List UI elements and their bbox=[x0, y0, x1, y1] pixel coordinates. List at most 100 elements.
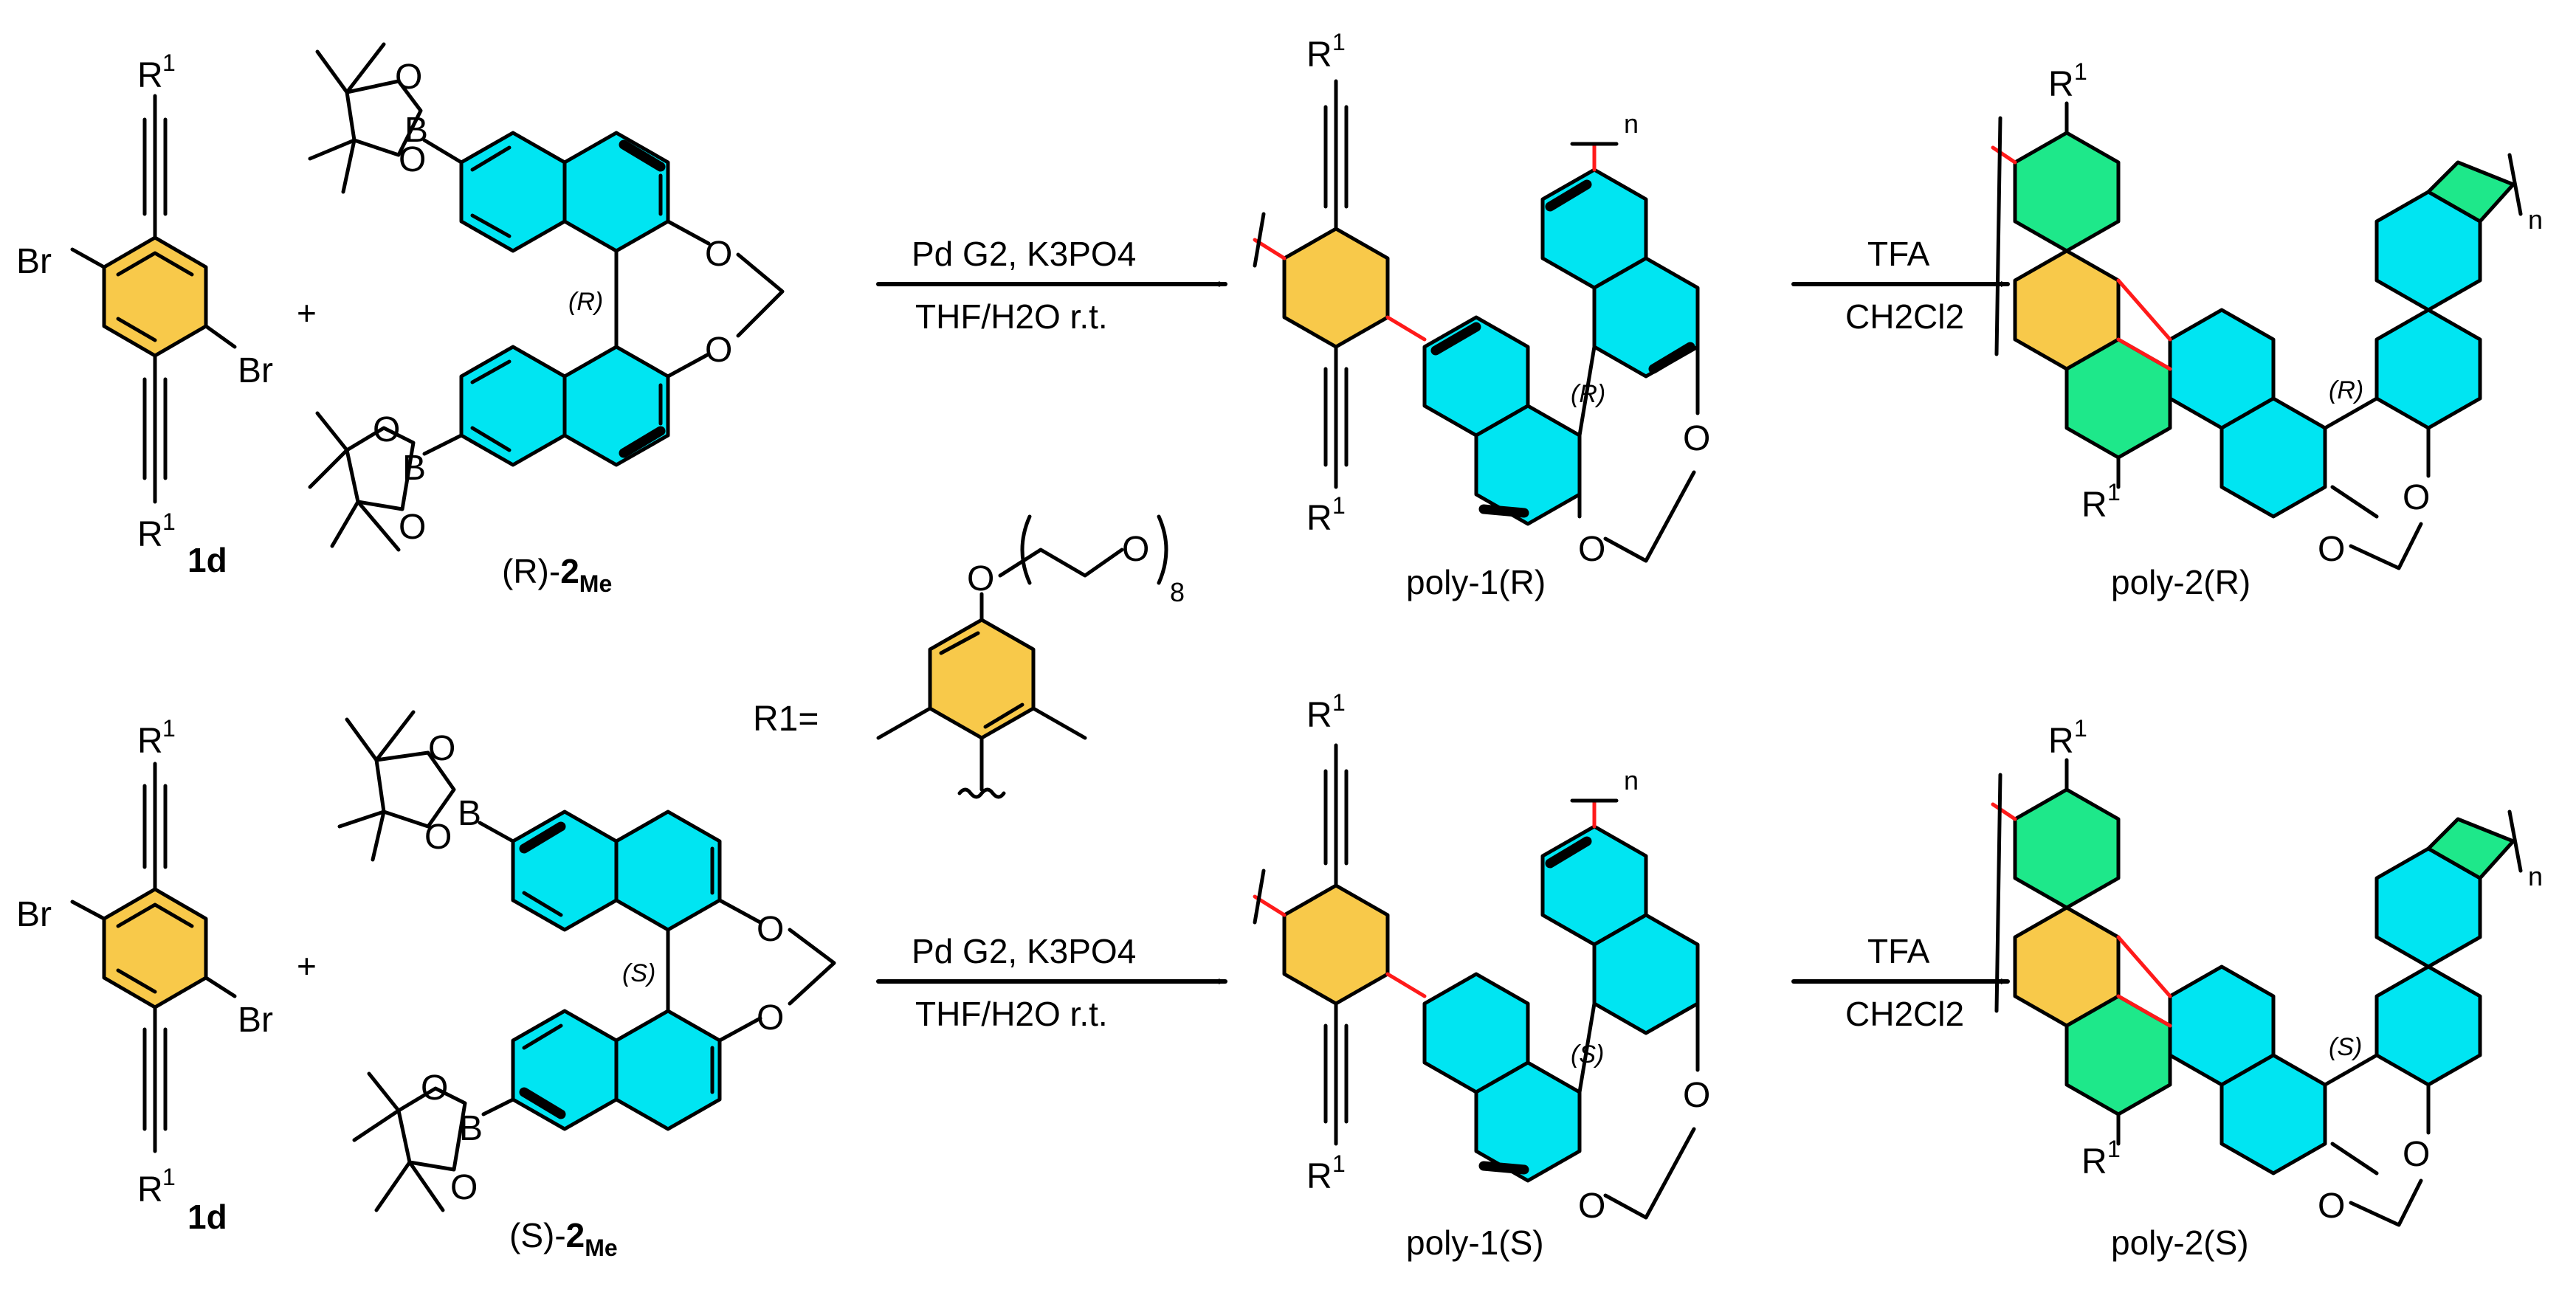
oxygen-label: O bbox=[373, 410, 400, 449]
oxygen-label: O bbox=[757, 910, 784, 949]
compound-label-1d: 1d bbox=[187, 541, 227, 579]
reaction-arrow-tfa-bottom: TFA CH2Cl2 bbox=[1791, 932, 2010, 1033]
r1-sup: 1 bbox=[162, 715, 176, 742]
stereo-descriptor: (R) bbox=[2329, 376, 2363, 404]
naphthalene-ring bbox=[562, 345, 670, 467]
oxygen-label: O bbox=[428, 729, 455, 768]
r1-label: R bbox=[1306, 499, 1332, 538]
r1-sup: 1 bbox=[2107, 1136, 2121, 1162]
polymer-poly-1-S: R 1 R 1 (S) n O O poly-1(S) bbox=[1253, 689, 1710, 1262]
reaction-arrow-suzuki-top: Pd G2, K3PO4 THF/H2O r.t. bbox=[876, 235, 1227, 336]
oxygen-label: O bbox=[705, 235, 732, 274]
r1-sup: 1 bbox=[1332, 492, 1346, 519]
polymer-poly-2-R: R 1 R 1 (R) O O n poly-2(R) bbox=[1991, 58, 2543, 601]
binaphthyl-diboronate-S: B O O (S) O O B O O (S)-2Me bbox=[337, 710, 836, 1261]
r1-sup: 1 bbox=[1332, 1150, 1346, 1177]
compound-label-poly-2-R: poly-2(R) bbox=[2111, 563, 2250, 601]
naphthalene-ring bbox=[614, 1009, 722, 1131]
r1-label: R bbox=[137, 722, 163, 761]
r1-sup: 1 bbox=[162, 49, 176, 76]
oxygen-label: O bbox=[2318, 1187, 2345, 1226]
r1-label: R bbox=[2081, 1142, 2107, 1181]
oxygen-label: O bbox=[1683, 1076, 1710, 1115]
repeat-n: n bbox=[2528, 204, 2543, 235]
r1-sup: 1 bbox=[1332, 689, 1346, 716]
r1-sup: 1 bbox=[2074, 715, 2087, 742]
compound-label-poly-2-S: poly-2(S) bbox=[2111, 1223, 2249, 1262]
naphthalene-ring bbox=[562, 131, 670, 253]
naphthalene-ring bbox=[459, 131, 567, 253]
conditions-solvent: CH2Cl2 bbox=[1845, 995, 1964, 1033]
oxygen-label: O bbox=[2403, 1135, 2430, 1174]
binaphthyl-diboronate-R: B O O (R) O O B O O (R)-2Me bbox=[308, 42, 785, 597]
oxygen-label: O bbox=[421, 1069, 448, 1108]
naphthalene-ring bbox=[1592, 913, 1700, 1035]
r1-label: R bbox=[2081, 486, 2107, 525]
polymer-poly-1-R: R 1 R 1 (R) n O O poly-1(R) bbox=[1253, 29, 1710, 601]
repeat-n: n bbox=[1624, 765, 1639, 795]
benzene-ring bbox=[1282, 227, 1390, 349]
r1-sup: 1 bbox=[2074, 58, 2087, 85]
reaction-arrow-tfa-top: TFA CH2Cl2 bbox=[1791, 235, 2010, 336]
aryl-ring bbox=[928, 618, 1036, 740]
r1-equals-label: R1= bbox=[753, 700, 819, 739]
monomer-1d-bottom: Br Br R 1 R 1 1d bbox=[16, 715, 273, 1236]
oxygen-label: O bbox=[399, 140, 426, 179]
r1-label: R bbox=[2048, 65, 2074, 104]
compound-label-poly-1-R: poly-1(R) bbox=[1406, 563, 1546, 601]
oxygen-label: O bbox=[424, 818, 452, 857]
oxygen-label: O bbox=[757, 998, 784, 1038]
r1-label: R bbox=[137, 56, 163, 95]
oxygen-label: O bbox=[2318, 530, 2345, 569]
conditions-acid: TFA bbox=[1867, 932, 1930, 970]
compound-label-poly-1-S: poly-1(S) bbox=[1406, 1223, 1544, 1262]
r1-label: R bbox=[137, 1170, 163, 1209]
naphthalene-ring bbox=[2374, 964, 2482, 1087]
plus-sign: + bbox=[297, 947, 317, 985]
r1-label: R bbox=[1306, 696, 1332, 735]
oxygen-label: O bbox=[1683, 419, 1710, 458]
compound-label-R-2Me: (R)-2Me bbox=[502, 552, 612, 597]
oxygen-label: O bbox=[705, 331, 732, 370]
new-aromatic-ring bbox=[2013, 131, 2121, 253]
oxygen-label: O bbox=[2403, 478, 2430, 517]
stereo-descriptor: (S) bbox=[622, 959, 655, 987]
br-label: Br bbox=[238, 1001, 273, 1040]
br-label: Br bbox=[16, 242, 52, 281]
naphthalene-ring bbox=[2374, 308, 2482, 430]
conditions-solvent: THF/H2O r.t. bbox=[915, 297, 1108, 336]
naphthalene-ring bbox=[459, 345, 567, 467]
br-label: Br bbox=[16, 895, 52, 934]
r1-label: R bbox=[1306, 1157, 1332, 1196]
repeat-count: 8 bbox=[1170, 577, 1185, 607]
r1-sup: 1 bbox=[2107, 479, 2121, 505]
r1-sup: 1 bbox=[1332, 29, 1346, 55]
boron-label: B bbox=[458, 794, 481, 833]
monomer-1d-top: Br Br R 1 R 1 1d bbox=[16, 49, 273, 579]
oxygen-label: O bbox=[395, 58, 422, 97]
repeat-n: n bbox=[2528, 861, 2543, 891]
conditions-solvent: CH2Cl2 bbox=[1845, 297, 1964, 336]
plus-sign: + bbox=[297, 294, 317, 332]
oxygen-label: O bbox=[450, 1168, 478, 1207]
conditions-solvent: THF/H2O r.t. bbox=[915, 995, 1108, 1033]
benzene-ring bbox=[1282, 883, 1390, 1006]
r1-label: R bbox=[137, 515, 163, 554]
naphthalene-ring bbox=[1592, 256, 1700, 379]
compound-label-1d: 1d bbox=[187, 1198, 227, 1236]
compound-label-S-2Me: (S)-2Me bbox=[509, 1216, 618, 1261]
polymer-poly-2-S: R 1 R 1 (S) O O n poly-2(S) bbox=[1991, 715, 2543, 1262]
stereo-descriptor: (R) bbox=[1571, 380, 1605, 408]
oxygen-label: O bbox=[399, 508, 426, 547]
oxygen-label: O bbox=[1122, 530, 1149, 569]
r1-sup: 1 bbox=[162, 1164, 176, 1190]
stereo-descriptor: (S) bbox=[2329, 1033, 2362, 1061]
oxygen-label: O bbox=[1578, 530, 1605, 569]
stereo-descriptor: (S) bbox=[1571, 1040, 1604, 1069]
stereo-descriptor: (R) bbox=[568, 288, 603, 316]
oxygen-label: O bbox=[1578, 1187, 1605, 1226]
r1-label: R bbox=[2048, 722, 2074, 761]
br-label: Br bbox=[238, 351, 273, 390]
new-aromatic-ring bbox=[2013, 787, 2121, 910]
